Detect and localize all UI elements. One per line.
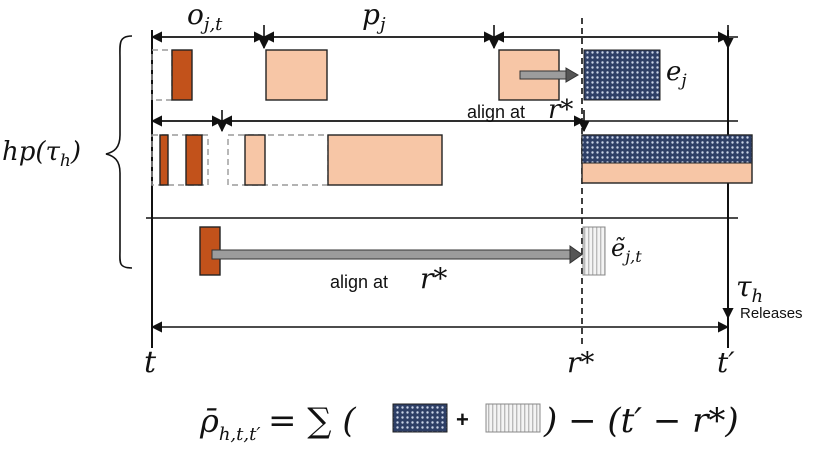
ghost-job-row2-a <box>151 134 209 186</box>
shift-arrow-row1-head <box>565 67 579 83</box>
formula-dotted-box <box>392 403 448 433</box>
releases-label: Releases <box>740 305 803 322</box>
formula-lhs: ρ̄h,t,t′ <box>199 402 260 445</box>
t-label: t <box>144 345 157 380</box>
e-j-label: ej <box>666 57 687 91</box>
t-prime-label: t′ <box>717 346 735 379</box>
shift-arrow-row1-shaft <box>519 70 567 80</box>
peach-job-row2-b <box>327 134 443 186</box>
formula-rhs: ) − (t′ − r*) <box>543 401 739 441</box>
dotted-job-row2-right <box>581 134 753 164</box>
rust-job-row2-a <box>159 134 169 186</box>
formula-striped-box <box>485 403 541 433</box>
striped-job-e-tilde <box>582 226 606 276</box>
rust-job-row1 <box>171 49 193 101</box>
align-arrow-row3-shaft <box>211 249 571 260</box>
formula-plus: + <box>456 407 469 432</box>
rust-job-row2-b <box>185 134 203 186</box>
align-bottom-text: align at <box>330 272 388 292</box>
align-arrow-row3-head <box>569 245 583 264</box>
tau-h-label: τh <box>736 270 763 307</box>
dotted-job-e-j <box>583 49 661 101</box>
align-bottom-math: r* <box>420 262 447 295</box>
ghost-job-row1 <box>151 49 173 101</box>
hp-brace <box>105 35 133 269</box>
formula-sum: = ∑ ( <box>268 401 356 441</box>
ghost-job-row2-b <box>227 134 329 186</box>
p-j-label: pj <box>362 0 386 35</box>
hp-tau-label: hp(τh) <box>2 137 81 171</box>
r-star-label: r* <box>567 346 594 379</box>
align-top-text: align at <box>467 102 525 122</box>
o-jt-label: oj,t <box>187 0 223 35</box>
peach-job-row1-a <box>265 49 328 101</box>
peach-job-row2-a <box>244 134 266 186</box>
e-tilde-label: ẽj,t <box>611 234 642 266</box>
